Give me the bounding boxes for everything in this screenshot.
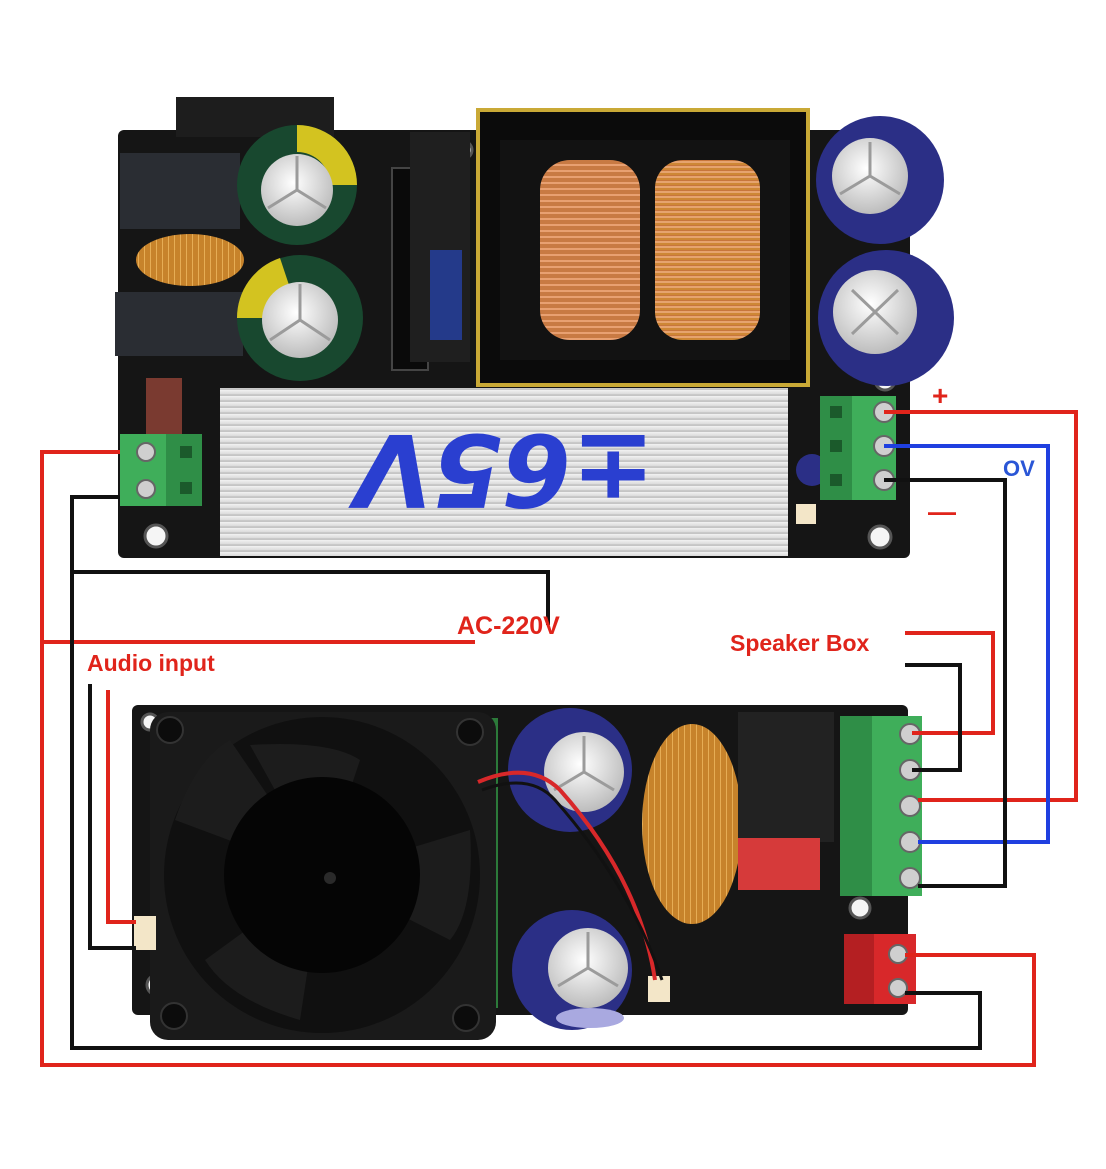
ac-input-terminal bbox=[120, 434, 202, 506]
wire-audio-red bbox=[106, 690, 136, 924]
fuse-resistor bbox=[146, 378, 182, 438]
blue-capacitor bbox=[512, 910, 632, 1030]
amplifier-board bbox=[132, 705, 922, 1040]
blue-capacitor bbox=[508, 708, 632, 832]
label-speaker-box: Speaker Box bbox=[730, 630, 870, 656]
film-capacitor bbox=[738, 838, 820, 890]
label-plus: + bbox=[932, 380, 949, 411]
speaker-power-terminal bbox=[840, 716, 922, 896]
wire-minus-black bbox=[884, 478, 1007, 888]
power-supply-board: ±65V bbox=[115, 97, 954, 558]
wire-audio-black bbox=[88, 684, 136, 950]
wire-speaker-red bbox=[905, 631, 995, 735]
label-minus: — bbox=[928, 496, 956, 527]
label-zero-volt: OV bbox=[1003, 456, 1035, 481]
relay bbox=[738, 712, 834, 842]
output-inductor bbox=[642, 724, 742, 924]
control-chip-label bbox=[430, 250, 462, 340]
blue-capacitor bbox=[816, 116, 944, 244]
mount-hole bbox=[143, 523, 169, 549]
wire-ac-red bbox=[40, 450, 1036, 1067]
wiring bbox=[40, 410, 1078, 1067]
cooling-fan bbox=[150, 712, 496, 1040]
green-capacitor bbox=[236, 255, 363, 381]
label-audio-input: Audio input bbox=[87, 650, 215, 676]
fan-connector bbox=[648, 976, 670, 1002]
audio-connector bbox=[134, 916, 156, 950]
blue-capacitor bbox=[818, 250, 954, 386]
filter-block-top bbox=[120, 153, 240, 229]
transformer-coil-right bbox=[655, 160, 760, 340]
dc-output-terminal bbox=[820, 396, 896, 500]
transformer-coil-left bbox=[540, 160, 640, 340]
connector-small bbox=[796, 504, 816, 524]
toroid-inductor bbox=[136, 234, 244, 286]
voltage-marking: ±65V bbox=[348, 411, 655, 528]
wire-ac-black bbox=[70, 495, 982, 1050]
green-capacitor bbox=[237, 125, 357, 245]
wire-speaker-black bbox=[905, 663, 962, 772]
mount-hole bbox=[867, 524, 893, 550]
filter-block-bottom bbox=[115, 292, 243, 356]
wire-zero-blue bbox=[884, 444, 1050, 844]
mount-hole bbox=[848, 896, 872, 920]
heatsink bbox=[220, 388, 788, 556]
wire-plus-red bbox=[884, 410, 1078, 802]
fan-wire-black bbox=[481, 781, 664, 981]
label-ac-220v: AC-220V bbox=[457, 612, 560, 640]
wire-ac-black-label bbox=[72, 570, 550, 625]
power-input-red-terminal bbox=[844, 934, 916, 1004]
